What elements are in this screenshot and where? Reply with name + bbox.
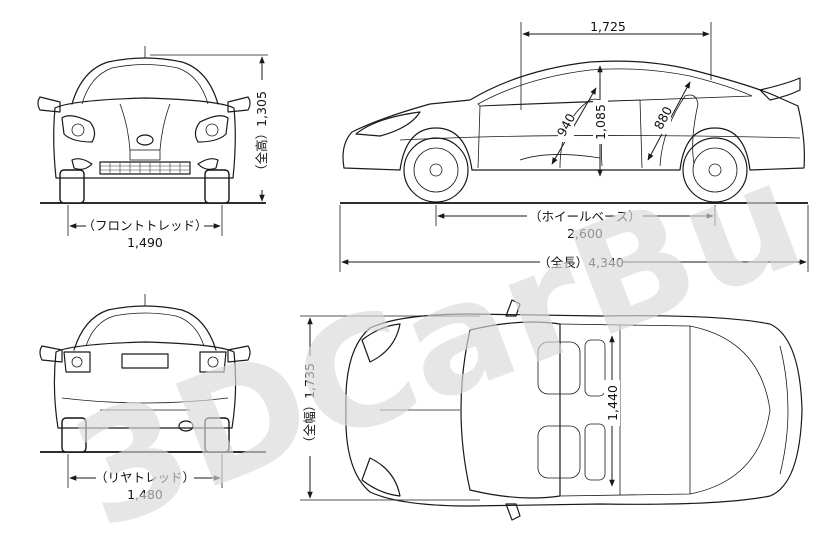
- rear-tread-dimension: （リヤトレッド） 1,480: [69, 469, 221, 502]
- overall-length-label: （全長）4,340: [538, 255, 624, 270]
- interior-side-dimensions: 1,085 940 880: [551, 65, 691, 177]
- height-label: （全高）1,305: [254, 91, 269, 177]
- top-view: [345, 299, 803, 521]
- front-tread-value: 1,490: [127, 235, 163, 250]
- front-tread-dimension: （フロントトレッド） 1,490: [69, 217, 221, 250]
- rear-tread-label: （リヤトレッド）: [95, 470, 195, 485]
- overall-width-label: （全幅）1,735: [302, 363, 317, 449]
- wheelbase-dimension: （ホイールベース） 2,600: [435, 205, 716, 241]
- overall-length-dimension: （全長）4,340: [339, 205, 809, 272]
- front-view: [37, 46, 266, 236]
- watermark-text: 3DCarBu: [52, 128, 824, 540]
- cabin-length-dimension: 1,725: [520, 19, 712, 110]
- interior-width-value: 1,440: [605, 385, 620, 421]
- wheelbase-value: 2,600: [567, 226, 603, 241]
- interior-height-value: 1,085: [593, 104, 608, 140]
- cabin-length-value: 1,725: [590, 19, 626, 34]
- rear-tread-value: 1,480: [127, 487, 163, 502]
- overall-width-dimension: （全幅）1,735: [300, 315, 480, 501]
- front-tread-label: （フロントトレッド）: [82, 218, 207, 233]
- wheelbase-label: （ホイールベース）: [529, 209, 641, 224]
- height-dimension: （全高）1,305: [150, 54, 271, 202]
- diag-880-value: 880: [651, 104, 675, 132]
- interior-width-dimension: 1,440: [604, 335, 620, 487]
- rear-view: [39, 294, 266, 488]
- side-view: [340, 60, 808, 204]
